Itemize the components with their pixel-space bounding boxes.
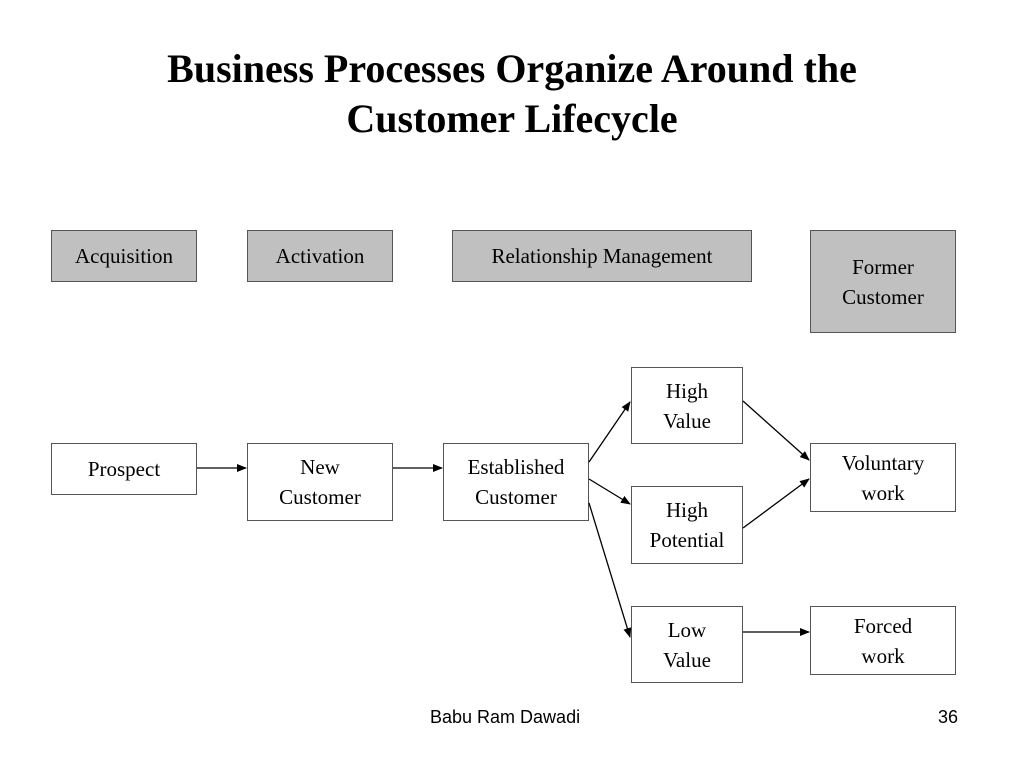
slide-title: Business Processes Organize Around the C… [0,44,1024,144]
arrow-established-to-low-value [588,502,632,638]
node-forced-work: Forced work [810,606,956,675]
title-line-1: Business Processes Organize Around the [167,46,857,91]
node-high-value: High Value [631,367,743,444]
arrow-established-to-high-value [588,401,631,463]
arrow-high-value-to-voluntary [742,400,810,461]
author-footer: Babu Ram Dawadi [430,707,581,727]
stage-relationship-management: Relationship Management [452,230,752,282]
node-prospect: Prospect [51,443,197,495]
stage-activation: Activation [247,230,393,282]
stage-acquisition: Acquisition [51,230,197,282]
page-number: 36 [938,707,959,727]
stage-former-customer: Former Customer [810,230,956,333]
node-new-customer: New Customer [247,443,393,521]
arrow-established-to-high-potential [588,478,631,505]
node-high-potential: High Potential [631,486,743,564]
node-voluntary-work: Voluntary work [810,443,956,512]
arrow-high-potential-to-voluntary [742,478,810,529]
node-established-customer: Established Customer [443,443,589,521]
title-line-2: Customer Lifecycle [346,96,678,141]
node-low-value: Low Value [631,606,743,683]
